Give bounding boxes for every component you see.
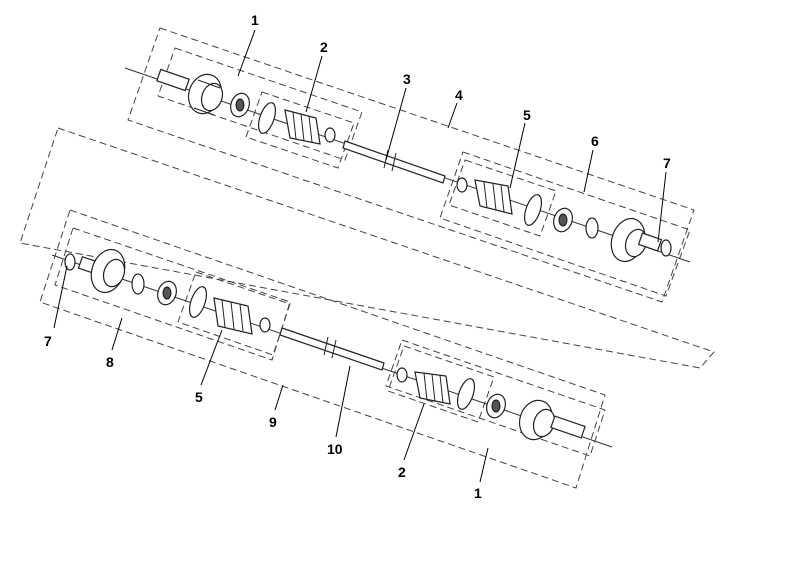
callout-9: 9: [269, 414, 277, 430]
lower-inner-boot-kit-frame: [177, 271, 291, 356]
callout-4: 4: [455, 87, 463, 103]
lower-outer-boot: [414, 371, 451, 405]
lower-outer-small-ring: [396, 367, 408, 383]
lower-drive-shaft-assembly: [51, 227, 613, 457]
lower-inner-bearing-cage: [157, 280, 177, 306]
callout-10: 10: [327, 441, 343, 457]
callout-7-left: 7: [44, 333, 52, 349]
lower-inner-snap-ring: [131, 273, 145, 295]
upper-assembly-frame: [127, 27, 695, 303]
callout-8: 8: [106, 354, 114, 370]
lower-outer-bearing-cage: [486, 393, 506, 419]
upper-outer-clamp-ring: [257, 102, 277, 134]
lower-outer-cv-joint: [518, 399, 586, 441]
lower-inner-joint-kit-frame: [54, 227, 291, 361]
lower-end-circlip: [64, 253, 76, 271]
upper-outer-boot: [284, 109, 336, 145]
upper-inner-bearing-cage: [553, 207, 573, 233]
upper-inner-tulip-housing: [610, 217, 663, 263]
upper-inner-boot: [474, 179, 513, 215]
upper-inner-clamp-ring: [523, 194, 543, 226]
callout-3: 3: [403, 71, 411, 87]
upper-outer-bearing-cage: [230, 92, 250, 118]
callout-2-lower: 2: [398, 464, 406, 480]
callout-7-right: 7: [663, 155, 671, 171]
connector-frame: [19, 127, 715, 369]
lower-outer-boot-kit-frame: [387, 345, 495, 423]
upper-axle-shaft: [342, 140, 446, 184]
callout-6: 6: [591, 133, 599, 149]
leader-lines: [53, 29, 667, 483]
upper-outer-cv-joint: [156, 68, 224, 116]
upper-outer-boot-kit-frame: [245, 91, 355, 169]
callout-2-upper: 2: [320, 39, 328, 55]
callout-1-upper: 1: [251, 12, 259, 28]
lower-axle-shaft: [279, 327, 385, 371]
callout-1-lower: 1: [474, 485, 482, 501]
upper-inner-snap-ring: [585, 217, 599, 239]
upper-drive-shaft-assembly: [124, 27, 695, 303]
upper-outer-joint-kit-frame: [157, 47, 363, 161]
callout-5-upper: 5: [523, 107, 531, 123]
callout-labels: 1 2 3 4 5 6 7 7 8 5 9 10 2 1: [44, 12, 671, 501]
callout-5-lower: 5: [195, 389, 203, 405]
upper-inner-small-ring: [456, 177, 468, 193]
upper-inner-joint-kit-frame: [439, 151, 691, 297]
lower-outer-joint-kit-frame: [385, 339, 606, 457]
lower-assembly-frame: [39, 209, 606, 489]
lower-inner-tulip-housing: [77, 248, 126, 294]
lower-inner-clamp-ring: [188, 286, 208, 318]
upper-end-circlip: [660, 239, 672, 257]
lower-outer-clamp-ring: [456, 378, 476, 410]
lower-inner-boot: [213, 297, 271, 335]
upper-inner-boot-kit-frame: [448, 159, 557, 237]
